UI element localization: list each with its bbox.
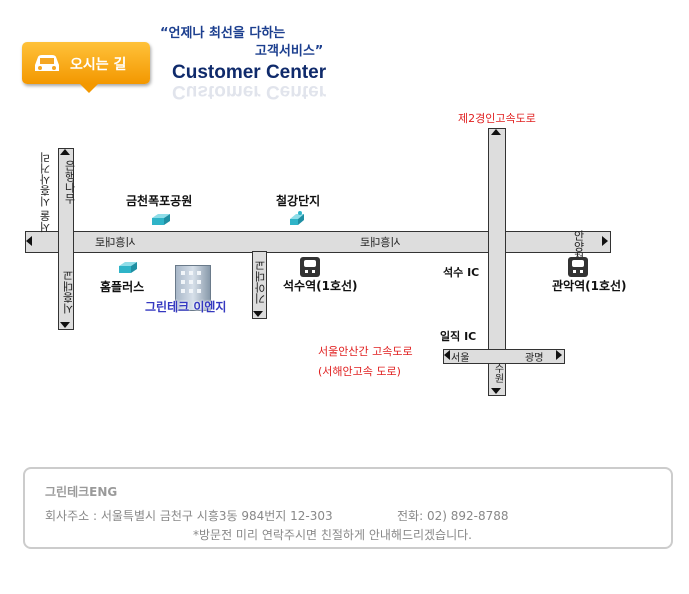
road-label-ginkgo: 은행나무 (63, 160, 76, 204)
road-kia-bridge (252, 251, 267, 319)
building-icon (175, 265, 211, 311)
road-label-siheung-crossroad: 서울 시흥사거리 (39, 152, 52, 233)
place-steel-complex: 철강단지 (276, 194, 321, 208)
homeplus-icon (119, 262, 137, 273)
station-seoksu: 석수역(1호선) (283, 279, 358, 293)
page-title: Customer Center (172, 62, 327, 83)
slogan-line2: 고객서비스” (255, 44, 324, 59)
train-icon-seoksu (300, 257, 320, 277)
visit-notice: *방문전 미리 연락주시면 친절하게 안내해드리겠습니다. (193, 528, 472, 542)
park-icon (152, 214, 170, 225)
label-expressway-seoul-ansan: 서울안산간 고속도로 (318, 345, 413, 358)
company-name: 그린테크ENG (45, 485, 118, 499)
road-label-siheung-right: 시흥대로 (360, 236, 401, 249)
road-expressway-lower (443, 349, 565, 364)
place-company: 그린테크 이엔지 (145, 300, 227, 314)
place-park: 금천폭포공원 (126, 194, 193, 208)
road-label-seoul: 서울 (451, 353, 470, 364)
road-label-siheung-bridge: 시흥대교 (62, 270, 75, 314)
road-label-kia-bridge: 기아대교 (254, 260, 267, 304)
page-title-reflection: Customer Center (172, 81, 327, 102)
label-expressway-seohae: (서해안고속 도로) (318, 365, 401, 378)
steel-complex-icon (290, 211, 304, 225)
station-gwanak: 관악역(1호선) (552, 279, 627, 293)
road-label-anyangcheon: 안양천 (572, 230, 585, 263)
ic-seoksu: 석수 IC (443, 266, 480, 279)
road-label-gwangmyeong: 광명 (525, 353, 544, 364)
label-expressway-north: 제2경인고속도로 (458, 112, 536, 125)
directions-badge[interactable]: 오시는 길 (22, 42, 150, 93)
road-expressway (488, 128, 506, 396)
badge-label: 오시는 길 (70, 57, 127, 73)
company-info-box: 그린테크ENG 회사주소 : 서울특별시 금천구 시흥3동 984번지 12-3… (23, 467, 673, 549)
company-address: 회사주소 : 서울특별시 금천구 시흥3동 984번지 12-303 (45, 509, 333, 523)
road-label-suwon: 수원 (492, 363, 503, 383)
company-phone: 전화: 02) 892-8788 (397, 509, 509, 523)
slogan-line1: “언제나 최선을 다하는 (160, 26, 286, 41)
road-left-vertical (58, 148, 74, 330)
ic-ilik: 일직 IC (440, 330, 477, 343)
car-icon (35, 55, 59, 71)
road-arrows (26, 129, 608, 394)
road-siheung-daero (25, 231, 611, 253)
place-homeplus: 홈플러스 (100, 280, 145, 294)
directions-map: 시흥대로 시흥대로 서울 시흥사거리 은행나무 시흥대교 기아대교 안양천 서울… (0, 100, 689, 410)
train-icon-gwanak (568, 257, 588, 277)
road-label-siheung-left: 시흥대로 (95, 236, 136, 249)
